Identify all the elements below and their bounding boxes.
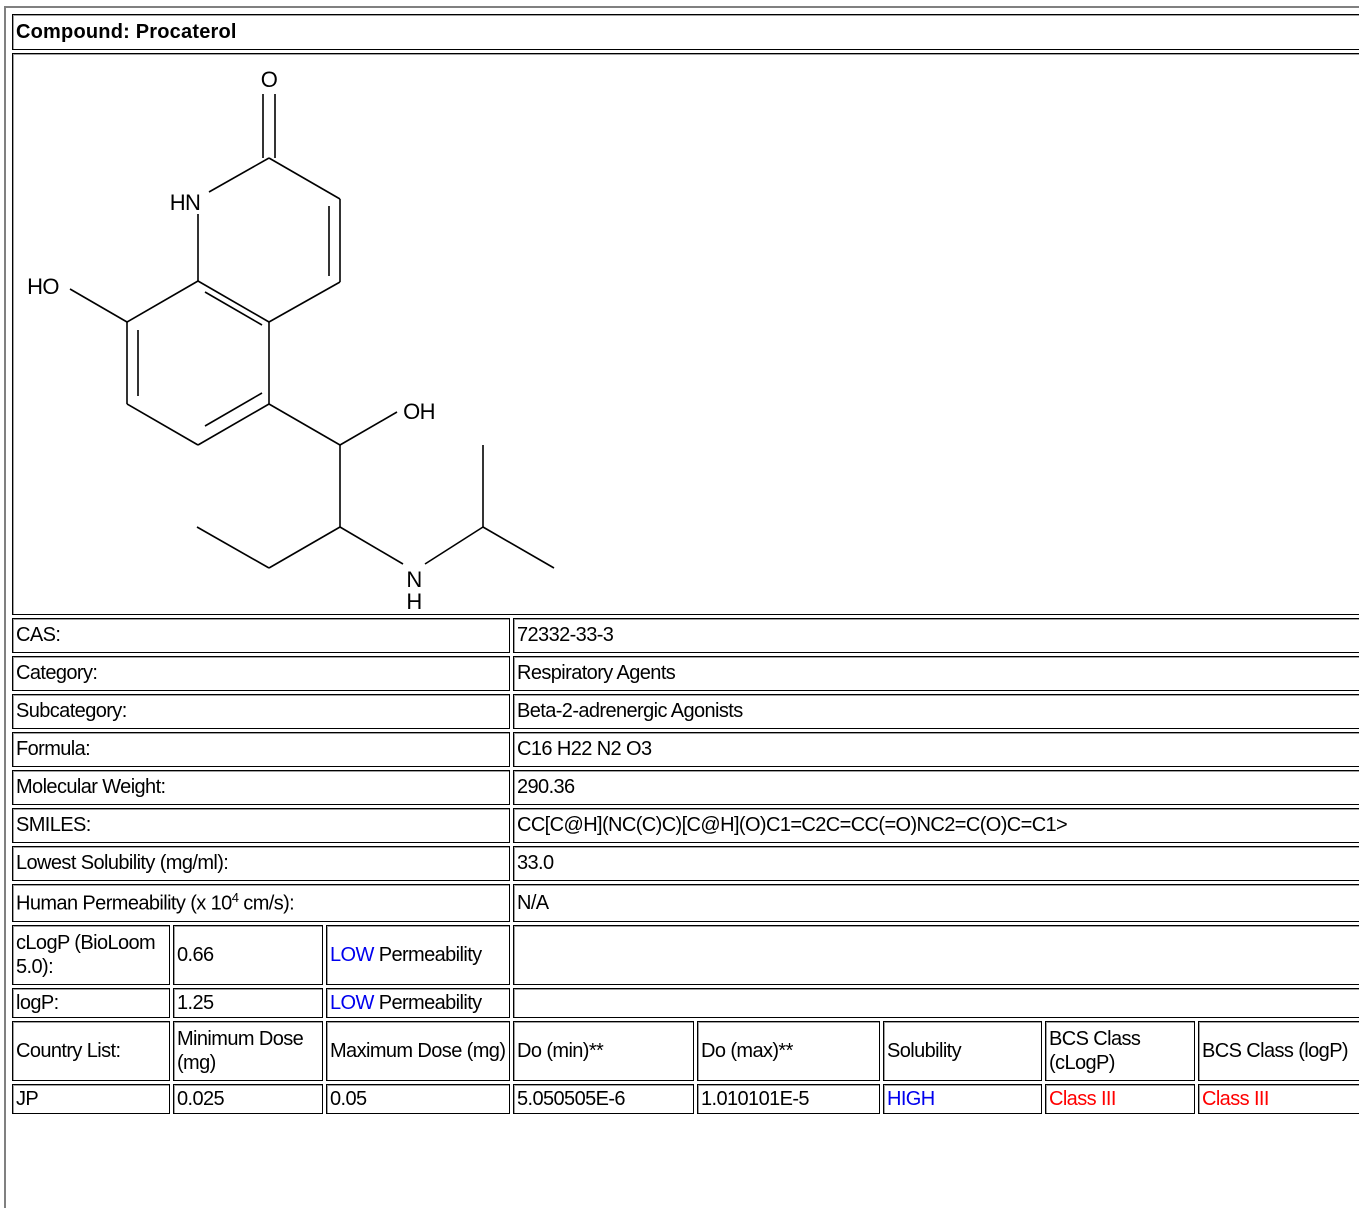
property-row-subcategory: Subcategory: Beta-2-adrenergic Agonists bbox=[12, 694, 1359, 729]
property-label: CAS: bbox=[12, 618, 510, 653]
property-row-human-permeability: Human Permeability (x 104 cm/s): N/A bbox=[12, 884, 1359, 922]
property-row-formula: Formula: C16 H22 N2 O3 bbox=[12, 732, 1359, 767]
property-label: Molecular Weight: bbox=[12, 770, 510, 805]
min-dose-cell: 0.025 bbox=[173, 1084, 323, 1114]
property-label: Category: bbox=[12, 656, 510, 691]
property-label: Lowest Solubility (mg/ml): bbox=[12, 846, 510, 881]
logp-level: LOW bbox=[330, 991, 374, 1014]
logp-label: logP: bbox=[12, 988, 170, 1018]
country-cell: JP bbox=[12, 1084, 170, 1114]
property-value: Respiratory Agents bbox=[513, 656, 1359, 691]
header-bcs-logp: BCS Class (logP) bbox=[1198, 1021, 1359, 1081]
property-value: 33.0 bbox=[513, 846, 1359, 881]
property-label: SMILES: bbox=[12, 808, 510, 843]
clogp-value: 0.66 bbox=[173, 925, 323, 985]
property-value: C16 H22 N2 O3 bbox=[513, 732, 1359, 767]
logp-row: logP: 1.25 LOW Permeability bbox=[12, 988, 1359, 1018]
header-do-min: Do (min)** bbox=[513, 1021, 694, 1081]
logp-permeability: LOW Permeability bbox=[326, 988, 510, 1018]
property-value: CC[C@H](NC(C)C)[C@H](O)C1=C2C=CC(=O)NC2=… bbox=[513, 808, 1359, 843]
header-solubility: Solubility bbox=[883, 1021, 1042, 1081]
property-label: Subcategory: bbox=[12, 694, 510, 729]
property-value: 290.36 bbox=[513, 770, 1359, 805]
property-row-cas: CAS: 72332-33-3 bbox=[12, 618, 1359, 653]
hn-label: HN bbox=[170, 190, 201, 215]
bcs-logp-cell: Class III bbox=[1198, 1084, 1359, 1114]
solubility-cell: HIGH bbox=[883, 1084, 1042, 1114]
header-do-max: Do (max)** bbox=[697, 1021, 880, 1081]
permeability-value: N/A bbox=[513, 884, 1359, 922]
bcs-clogp-cell: Class III bbox=[1045, 1084, 1195, 1114]
property-value: Beta-2-adrenergic Agonists bbox=[513, 694, 1359, 729]
do-max-cell: 1.010101E-5 bbox=[697, 1084, 880, 1114]
permeability-label: Human Permeability (x 104 cm/s): bbox=[12, 884, 510, 922]
header-minimum-dose: Minimum Dose (mg) bbox=[173, 1021, 323, 1081]
dose-header-row: Country List: Minimum Dose (mg) Maximum … bbox=[12, 1021, 1359, 1081]
molecule-structure-svg: O HN HO OH N H bbox=[27, 67, 555, 614]
property-row-smiles: SMILES: CC[C@H](NC(C)C)[C@H](O)C1=C2C=CC… bbox=[12, 808, 1359, 843]
clogp-level: LOW bbox=[330, 944, 374, 966]
compound-table: Compound: Procaterol bbox=[9, 11, 1359, 1117]
logp-empty bbox=[513, 988, 1359, 1018]
header-country-list: Country List: bbox=[12, 1021, 170, 1081]
oxygen-label: O bbox=[261, 67, 278, 92]
oh-label: OH bbox=[403, 399, 435, 424]
clogp-row: cLogP (BioLoom 5.0): 0.66 LOW Permeabili… bbox=[12, 925, 1359, 985]
property-row-category: Category: Respiratory Agents bbox=[12, 656, 1359, 691]
ho-label: HO bbox=[27, 274, 59, 299]
structure-image: O HN HO OH N H bbox=[12, 53, 1359, 615]
property-value: 72332-33-3 bbox=[513, 618, 1359, 653]
property-row-molecular-weight: Molecular Weight: 290.36 bbox=[12, 770, 1359, 805]
header-maximum-dose: Maximum Dose (mg) bbox=[326, 1021, 510, 1081]
logp-value: 1.25 bbox=[173, 988, 323, 1018]
n-label: N bbox=[406, 567, 421, 592]
clogp-permeability: LOW Permeability bbox=[326, 925, 510, 985]
h-label: H bbox=[406, 589, 421, 614]
outer-frame bbox=[4, 6, 1359, 1208]
property-row-lowest-solubility: Lowest Solubility (mg/ml): 33.0 bbox=[12, 846, 1359, 881]
max-dose-cell: 0.05 bbox=[326, 1084, 510, 1114]
clogp-empty bbox=[513, 925, 1359, 985]
do-min-cell: 5.050505E-6 bbox=[513, 1084, 694, 1114]
property-label: Formula: bbox=[12, 732, 510, 767]
header-bcs-clogp: BCS Class (cLogP) bbox=[1045, 1021, 1195, 1081]
compound-title: Compound: Procaterol bbox=[12, 14, 1359, 50]
clogp-label: cLogP (BioLoom 5.0): bbox=[12, 925, 170, 985]
table-row: JP 0.025 0.05 5.050505E-6 1.010101E-5 HI… bbox=[12, 1084, 1359, 1114]
